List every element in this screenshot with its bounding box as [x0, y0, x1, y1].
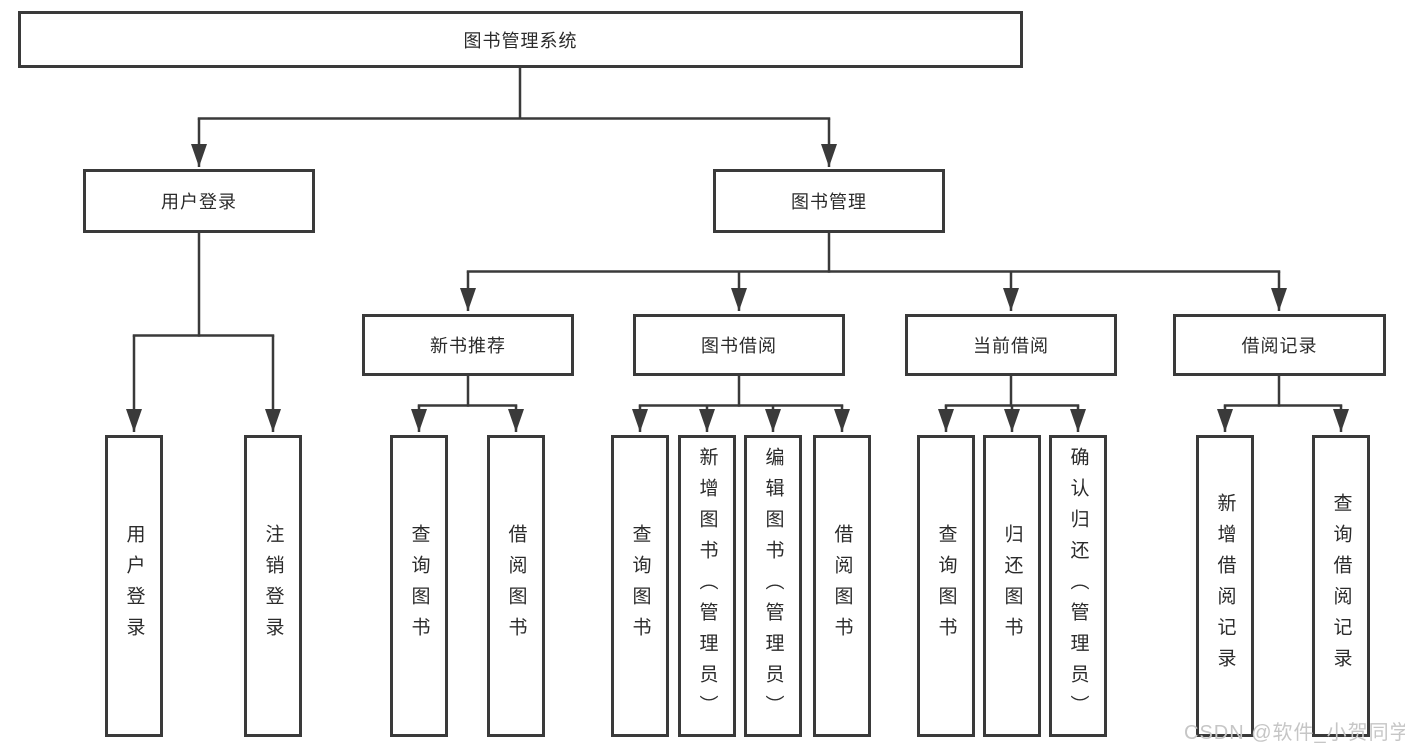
node-borrow-record: 借阅记录 — [1173, 314, 1386, 376]
node-user-login: 用户登录 — [83, 169, 315, 233]
leaf-logout: 注销登录 — [244, 435, 302, 737]
leaf-label: 查询图书 — [935, 524, 957, 648]
leaf-query-books-recommend: 查询图书 — [390, 435, 448, 737]
node-book-management: 图书管理 — [713, 169, 945, 233]
leaf-add-borrow-record: 新增借阅记录 — [1196, 435, 1254, 737]
node-current-borrow: 当前借阅 — [905, 314, 1117, 376]
leaf-label: 编辑图书（管理员） — [762, 446, 784, 726]
leaf-add-books-admin: 新增图书（管理员） — [678, 435, 736, 737]
leaf-query-borrow-record: 查询借阅记录 — [1312, 435, 1370, 737]
leaf-label: 新增图书（管理员） — [696, 446, 718, 726]
leaf-borrow-books: 借阅图书 — [813, 435, 871, 737]
leaf-borrow-books-recommend: 借阅图书 — [487, 435, 545, 737]
leaf-label: 借阅图书 — [505, 524, 527, 648]
node-root: 图书管理系统 — [18, 11, 1023, 68]
leaf-confirm-return-admin: 确认归还（管理员） — [1049, 435, 1107, 737]
leaf-label: 查询图书 — [408, 524, 430, 648]
leaf-label: 查询借阅记录 — [1330, 493, 1352, 679]
leaf-label: 查询图书 — [629, 524, 651, 648]
csdn-watermark: CSDN @软件_小贺同学 — [1184, 722, 1405, 744]
leaf-label: 确认归还（管理员） — [1067, 446, 1089, 726]
leaf-label: 新增借阅记录 — [1214, 493, 1236, 679]
leaf-label: 归还图书 — [1001, 524, 1023, 648]
leaf-label: 用户登录 — [123, 524, 145, 648]
leaf-query-books-current: 查询图书 — [917, 435, 975, 737]
leaf-return-books: 归还图书 — [983, 435, 1041, 737]
leaf-edit-books-admin: 编辑图书（管理员） — [744, 435, 802, 737]
node-book-borrow: 图书借阅 — [633, 314, 845, 376]
leaf-label: 注销登录 — [262, 524, 284, 648]
leaf-user-login: 用户登录 — [105, 435, 163, 737]
node-new-book-recommend: 新书推荐 — [362, 314, 574, 376]
leaf-label: 借阅图书 — [831, 524, 853, 648]
leaf-query-books-borrow: 查询图书 — [611, 435, 669, 737]
